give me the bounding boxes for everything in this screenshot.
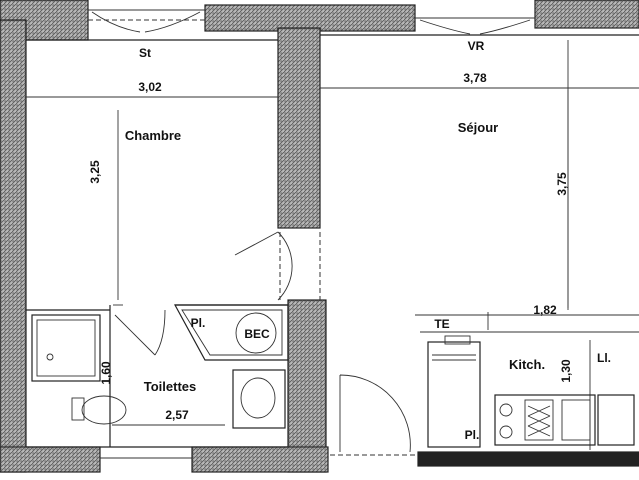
water-heater bbox=[235, 312, 277, 354]
marker-bec: BEC bbox=[244, 327, 270, 341]
wall-center-lower bbox=[287, 299, 327, 473]
room-label-sejour: Séjour bbox=[458, 120, 498, 135]
room-label-toilettes: Toilettes bbox=[144, 379, 197, 394]
marker-st: St bbox=[139, 46, 151, 60]
wall-top-mid bbox=[204, 4, 416, 32]
marker-vr: VR bbox=[468, 39, 485, 53]
wall-bottom-left bbox=[0, 446, 101, 473]
dimension-toilettes-width: 2,57 bbox=[165, 408, 189, 422]
marker-te: TE bbox=[434, 317, 449, 331]
room-label-kitchen: Kitch. bbox=[509, 357, 545, 372]
wall-top-right bbox=[534, 0, 639, 29]
te-cabinet bbox=[427, 341, 481, 448]
room-label-chambre: Chambre bbox=[125, 128, 181, 143]
labels: Chambre Séjour Toilettes Kitch. 3,02 3,2… bbox=[88, 39, 611, 442]
toilet-bowl bbox=[81, 395, 127, 425]
dimension-toilettes-depth: 1,60 bbox=[99, 361, 113, 385]
fridge bbox=[597, 394, 635, 446]
wall-left bbox=[0, 19, 27, 473]
marker-ll: Ll. bbox=[597, 351, 611, 365]
wall-center-upper bbox=[277, 27, 321, 229]
washbasin-cabinet bbox=[232, 369, 286, 429]
dimension-kitchen-width: 1,82 bbox=[533, 303, 557, 317]
door-toilettes bbox=[114, 309, 166, 356]
toilet-tank bbox=[71, 397, 85, 421]
dimension-lines bbox=[112, 90, 569, 426]
marker-pl-bottom: Pl. bbox=[465, 428, 480, 442]
door-chambre bbox=[234, 231, 293, 301]
hob-ring-1 bbox=[499, 403, 513, 417]
kitchen-sink bbox=[524, 399, 554, 441]
washbasin bbox=[240, 377, 276, 419]
dimension-chambre-width: 3,02 bbox=[138, 80, 162, 94]
fixtures bbox=[31, 304, 635, 448]
cupboard-bec bbox=[173, 304, 289, 361]
wall-bottom-mid bbox=[191, 446, 329, 473]
dimension-chambre-depth: 3,25 bbox=[88, 160, 102, 184]
hob-ring-2 bbox=[499, 425, 513, 439]
kitchen-counter bbox=[494, 394, 596, 446]
dimension-kitchen-depth: 1,30 bbox=[559, 359, 573, 383]
openings bbox=[88, 9, 535, 459]
marker-pl-top: Pl. bbox=[191, 316, 206, 330]
wall-bottom-right bbox=[417, 451, 639, 467]
door-entrance bbox=[339, 374, 411, 453]
dimension-sejour-width: 3,78 bbox=[463, 71, 487, 85]
shower-tray bbox=[31, 314, 101, 382]
dimension-sejour-depth: 3,75 bbox=[555, 172, 569, 196]
